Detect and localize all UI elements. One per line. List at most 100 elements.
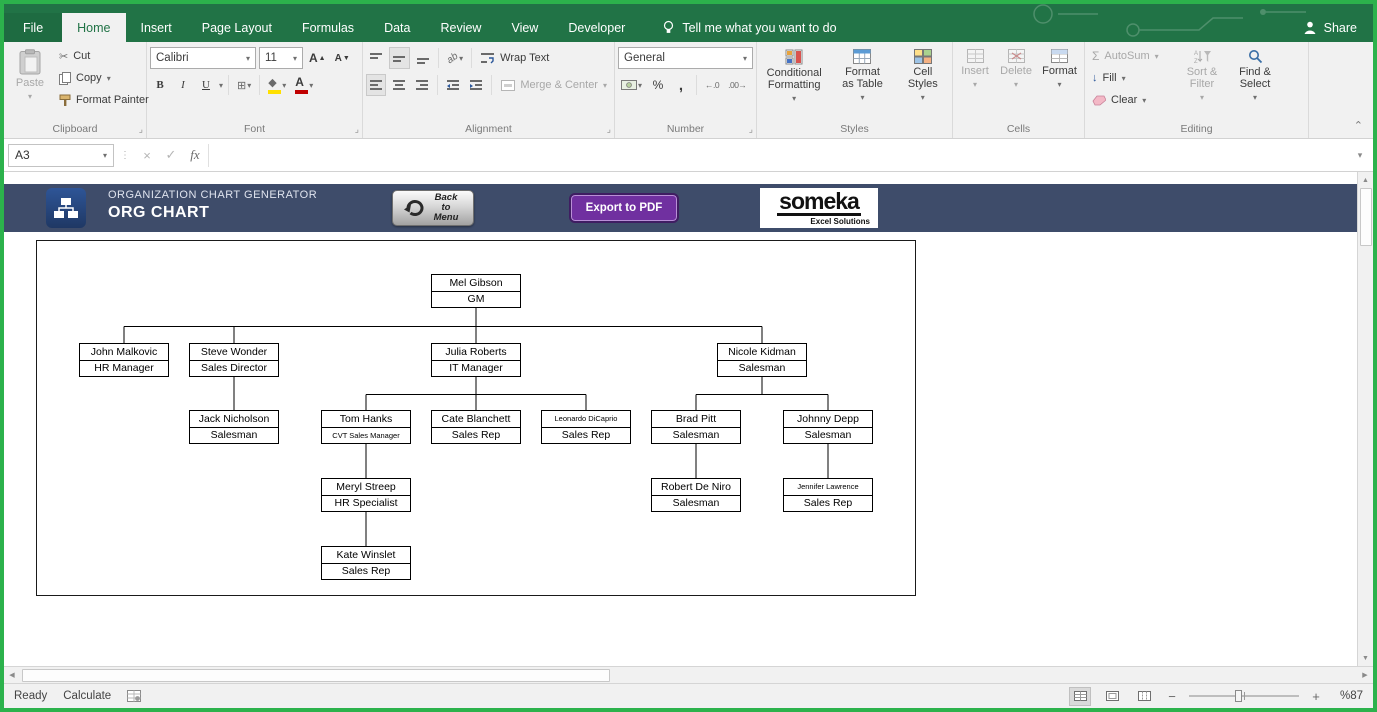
scroll-left-button[interactable]: ◀: [4, 667, 20, 683]
font-color-button[interactable]: A ▾: [292, 74, 316, 96]
formula-bar-expand-button[interactable]: ▾: [1351, 150, 1369, 161]
org-node-rdn[interactable]: Robert De NiroSalesman: [651, 478, 741, 512]
delete-cells-button[interactable]: Delete ▾: [996, 45, 1036, 93]
orientation-button[interactable]: ab▾: [444, 47, 466, 69]
format-as-table-button[interactable]: Format as Table ▾: [833, 45, 891, 106]
org-node-hr[interactable]: John MalkovicHR Manager: [79, 343, 169, 377]
decrease-decimal-button[interactable]: .00→: [725, 74, 749, 96]
alignment-dialog-launcher-icon[interactable]: ⌟: [607, 124, 611, 135]
tab-view[interactable]: View: [496, 13, 553, 42]
tab-home[interactable]: Home: [62, 13, 125, 42]
org-node-jd[interactable]: Johnny DeppSalesman: [783, 410, 873, 444]
vertical-scrollbar-thumb[interactable]: [1360, 188, 1372, 246]
org-node-ld[interactable]: Leonardo DiCaprioSales Rep: [541, 410, 631, 444]
clipboard-dialog-launcher-icon[interactable]: ⌟: [139, 124, 143, 135]
decrease-indent-button[interactable]: [443, 74, 463, 96]
org-node-sd[interactable]: Steve WonderSales Director: [189, 343, 279, 377]
cut-button[interactable]: ✂ Cut: [55, 45, 153, 67]
share-button[interactable]: Share: [1287, 13, 1373, 42]
underline-caret-icon[interactable]: ▾: [219, 81, 223, 90]
zoom-slider[interactable]: [1189, 695, 1299, 697]
collapse-ribbon-button[interactable]: ⌃: [1354, 119, 1363, 132]
insert-function-button[interactable]: fx: [184, 144, 206, 166]
enter-entry-button[interactable]: ✓: [160, 144, 182, 166]
autosum-button[interactable]: Σ AutoSum ▾: [1088, 45, 1174, 67]
scroll-down-button[interactable]: ▼: [1358, 650, 1374, 666]
org-node-cb[interactable]: Cate BlanchettSales Rep: [431, 410, 521, 444]
horizontal-scrollbar-track[interactable]: [20, 667, 1357, 683]
tab-page-layout[interactable]: Page Layout: [187, 13, 287, 42]
wrap-text-button[interactable]: Wrap Text: [477, 47, 553, 69]
tab-formulas[interactable]: Formulas: [287, 13, 369, 42]
increase-decimal-button[interactable]: ←.0: [702, 74, 722, 96]
export-to-pdf-button[interactable]: Export to PDF: [569, 193, 679, 223]
format-painter-button[interactable]: Format Painter: [55, 89, 153, 111]
zoom-level[interactable]: %87: [1333, 690, 1363, 702]
decrease-font-size-button[interactable]: A▼: [332, 47, 353, 69]
back-to-menu-button[interactable]: Back to Menu: [392, 190, 474, 226]
org-node-jl[interactable]: Jennifer LawrenceSales Rep: [783, 478, 873, 512]
font-size-select[interactable]: 11 ▾: [259, 47, 303, 69]
percent-style-button[interactable]: %: [648, 74, 668, 96]
page-break-view-button[interactable]: [1133, 687, 1155, 706]
tab-developer[interactable]: Developer: [553, 13, 640, 42]
font-dialog-launcher-icon[interactable]: ⌟: [355, 124, 359, 135]
italic-button[interactable]: I: [173, 74, 193, 96]
copy-button[interactable]: Copy ▾: [55, 67, 153, 89]
tab-file[interactable]: File: [4, 13, 62, 42]
align-left-button[interactable]: [366, 74, 386, 96]
zoom-out-button[interactable]: −: [1165, 689, 1179, 704]
align-right-button[interactable]: [412, 74, 432, 96]
fill-color-button[interactable]: ◆ ▾: [265, 74, 289, 96]
scroll-right-button[interactable]: ▶: [1357, 667, 1373, 683]
org-node-ms[interactable]: Meryl StreepHR Specialist: [321, 478, 411, 512]
cell-styles-button[interactable]: Cell Styles ▾: [900, 45, 946, 106]
increase-font-size-button[interactable]: A▲: [306, 47, 329, 69]
macro-record-icon[interactable]: [127, 690, 141, 702]
align-center-button[interactable]: [389, 74, 409, 96]
fill-button[interactable]: ↓ Fill ▾: [1088, 67, 1174, 89]
formula-bar-resize-handle[interactable]: ⋮: [116, 150, 134, 161]
comma-style-button[interactable]: ,: [671, 74, 691, 96]
vertical-scrollbar[interactable]: ▲ ▼: [1357, 172, 1373, 666]
zoom-slider-thumb[interactable]: [1235, 690, 1242, 702]
number-dialog-launcher-icon[interactable]: ⌟: [749, 124, 753, 135]
clear-button[interactable]: Clear ▾: [1088, 89, 1174, 111]
horizontal-scrollbar-thumb[interactable]: [22, 669, 610, 682]
tell-me-box[interactable]: Tell me what you want to do: [662, 13, 836, 42]
tab-data[interactable]: Data: [369, 13, 425, 42]
find-select-button[interactable]: Find & Select ▾: [1230, 45, 1280, 106]
format-cells-button[interactable]: Format ▾: [1038, 45, 1081, 93]
zoom-in-button[interactable]: +: [1309, 689, 1323, 704]
top-align-button[interactable]: [366, 47, 386, 69]
name-box[interactable]: A3 ▾: [8, 144, 114, 167]
sort-filter-button[interactable]: AZ Sort & Filter ▾: [1176, 45, 1228, 106]
tab-insert[interactable]: Insert: [126, 13, 187, 42]
cancel-entry-button[interactable]: ×: [136, 144, 158, 166]
borders-button[interactable]: ⊞▾: [234, 74, 254, 96]
bottom-align-button[interactable]: [413, 47, 433, 69]
page-layout-view-button[interactable]: [1101, 687, 1123, 706]
someka-logo[interactable]: someka Excel Solutions: [760, 188, 878, 228]
font-family-select[interactable]: Calibri ▾: [150, 47, 256, 69]
paste-button[interactable]: Paste ▾: [7, 45, 53, 105]
tab-review[interactable]: Review: [425, 13, 496, 42]
insert-cells-button[interactable]: Insert ▾: [956, 45, 994, 93]
bold-button[interactable]: B: [150, 74, 170, 96]
middle-align-button[interactable]: [389, 47, 410, 69]
horizontal-scrollbar[interactable]: ◀ ▶: [4, 666, 1373, 683]
underline-button[interactable]: U: [196, 74, 216, 96]
org-node-th[interactable]: Tom HanksCVT Sales Manager: [321, 410, 411, 444]
org-node-bp[interactable]: Brad PittSalesman: [651, 410, 741, 444]
normal-view-button[interactable]: [1069, 687, 1091, 706]
accounting-format-button[interactable]: ▾: [618, 74, 645, 96]
formula-input[interactable]: [208, 144, 1349, 167]
merge-center-button[interactable]: Merge & Center ▾: [497, 74, 611, 96]
org-node-nk[interactable]: Nicole KidmanSalesman: [717, 343, 807, 377]
org-node-gm[interactable]: Mel GibsonGM: [431, 274, 521, 308]
conditional-formatting-button[interactable]: Conditional Formatting ▾: [763, 45, 825, 107]
org-node-jn[interactable]: Jack NicholsonSalesman: [189, 410, 279, 444]
org-node-kw[interactable]: Kate WinsletSales Rep: [321, 546, 411, 580]
number-format-select[interactable]: General ▾: [618, 47, 753, 69]
worksheet-canvas[interactable]: Mel GibsonGM John MalkovicHR Manager Steve…: [4, 232, 1357, 666]
